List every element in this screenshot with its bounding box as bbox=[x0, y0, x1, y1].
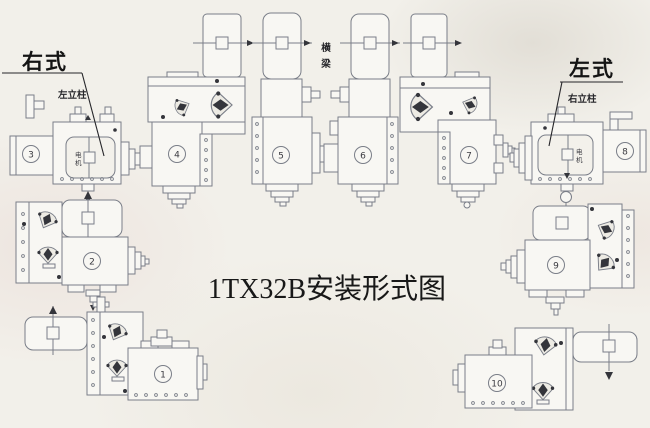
machine-5-number-circle bbox=[272, 146, 290, 164]
motor-label-8-char2: 机 bbox=[576, 155, 583, 164]
motor-label-3-char2: 机 bbox=[75, 158, 82, 167]
machine-8-number-circle bbox=[616, 142, 634, 160]
label-crossbeam-char2: 梁 bbox=[320, 58, 331, 70]
machine-1-side-holes bbox=[91, 318, 95, 387]
machine-6-number-circle bbox=[354, 146, 372, 164]
machine-9-number: 9 bbox=[553, 262, 559, 272]
machine-7: 7 bbox=[399, 13, 516, 209]
machine-1-number-circle bbox=[154, 365, 172, 383]
machine-6: 6 bbox=[323, 13, 400, 207]
machine-5-number: 5 bbox=[278, 152, 284, 162]
machine-2: 2 bbox=[15, 191, 150, 311]
machine-10-number-circle bbox=[488, 374, 506, 392]
machine-5-bolt-holes bbox=[255, 122, 259, 174]
label-right-type: 右式 bbox=[22, 50, 68, 74]
leader-line-right bbox=[81, 72, 105, 157]
machine-10-mount-holes bbox=[471, 401, 525, 405]
machine-3-number-circle bbox=[22, 145, 40, 163]
machine-10-number: 10 bbox=[491, 380, 503, 390]
machine-2-number: 2 bbox=[89, 258, 95, 268]
machine-1: 1 bbox=[24, 296, 208, 401]
machine-10: 10 bbox=[452, 324, 638, 411]
machine-4: 4 bbox=[139, 13, 254, 209]
machine-4-bolt-holes bbox=[204, 138, 208, 182]
machine-6-bolt-holes bbox=[390, 122, 394, 174]
machine-8-mount-holes bbox=[538, 177, 592, 181]
annotation-crossbeam: 横 梁 bbox=[320, 42, 331, 70]
machine-9-number-circle bbox=[547, 256, 565, 274]
machine-9-side-holes bbox=[626, 214, 630, 278]
motor-label-3-char1: 电 bbox=[75, 150, 82, 159]
machine-8: 8 电 机 bbox=[509, 106, 647, 192]
machine-4-number: 4 bbox=[174, 151, 180, 161]
machine-1-mount-holes bbox=[134, 393, 188, 397]
machine-2-side-holes bbox=[21, 212, 25, 272]
machine-7-number: 7 bbox=[466, 152, 472, 162]
label-right-column: 右立柱 bbox=[567, 93, 597, 105]
machine-4-number-circle bbox=[168, 145, 186, 163]
machine-1-number: 1 bbox=[160, 371, 166, 381]
leader-line-left bbox=[548, 81, 563, 147]
label-left-type: 左式 bbox=[569, 57, 615, 81]
machine-3: 3 电 机 bbox=[9, 94, 145, 203]
machine-6-number: 6 bbox=[360, 152, 366, 162]
machine-7-number-circle bbox=[460, 146, 478, 164]
machine-7-bolt-holes bbox=[442, 136, 446, 180]
machine-3-number: 3 bbox=[28, 151, 34, 161]
machine-2-number-circle bbox=[83, 252, 101, 270]
machine-9: 9 bbox=[500, 191, 635, 316]
machine-8-number: 8 bbox=[622, 148, 628, 158]
machine-3-mount-holes bbox=[60, 177, 114, 181]
motor-label-8-char1: 电 bbox=[576, 147, 583, 156]
label-left-column: 左立柱 bbox=[57, 89, 87, 101]
diagram-title: 1TX32B安装形式图 bbox=[208, 273, 446, 305]
label-crossbeam-char1: 横 bbox=[321, 42, 331, 54]
annotation-left-type: 左式 右立柱 bbox=[548, 57, 623, 147]
machine-5: 5 bbox=[251, 12, 333, 207]
annotation-right-type: 右式 左立柱 bbox=[2, 50, 105, 157]
